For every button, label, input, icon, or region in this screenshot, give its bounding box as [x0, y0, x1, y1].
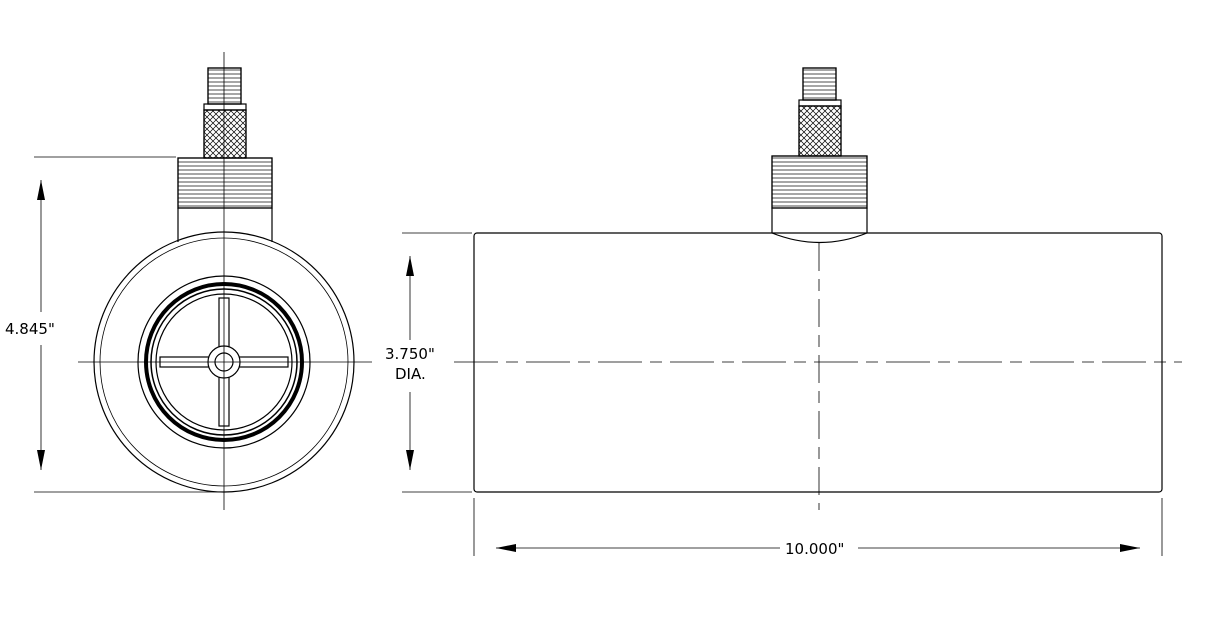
side-view-collar — [798, 99, 842, 107]
end-view-threaded-port — [177, 157, 273, 209]
diameter-dimension-suffix: DIA. — [395, 365, 426, 383]
side-view-knurl — [798, 105, 842, 157]
diameter-dimension-label: 3.750" — [385, 345, 435, 363]
end-view-fitting-tip — [207, 67, 242, 105]
side-view-centerlines — [454, 243, 1182, 510]
side-view-threaded-port — [771, 155, 868, 209]
length-dimension-label: 10.000" — [785, 540, 844, 558]
end-view-centerlines — [78, 52, 372, 510]
end-view-knurl — [203, 109, 247, 159]
length-dimension — [473, 498, 1163, 556]
height-dimension-label: 4.845" — [5, 320, 55, 338]
side-view-fitting-tip — [802, 67, 837, 101]
diameter-dimension — [402, 232, 472, 493]
end-view-collar — [203, 103, 247, 111]
height-dimension — [34, 156, 220, 493]
side-view-saddle — [771, 208, 868, 244]
end-view — [78, 52, 372, 510]
side-view-body — [473, 232, 1163, 493]
side-view — [454, 67, 1182, 510]
